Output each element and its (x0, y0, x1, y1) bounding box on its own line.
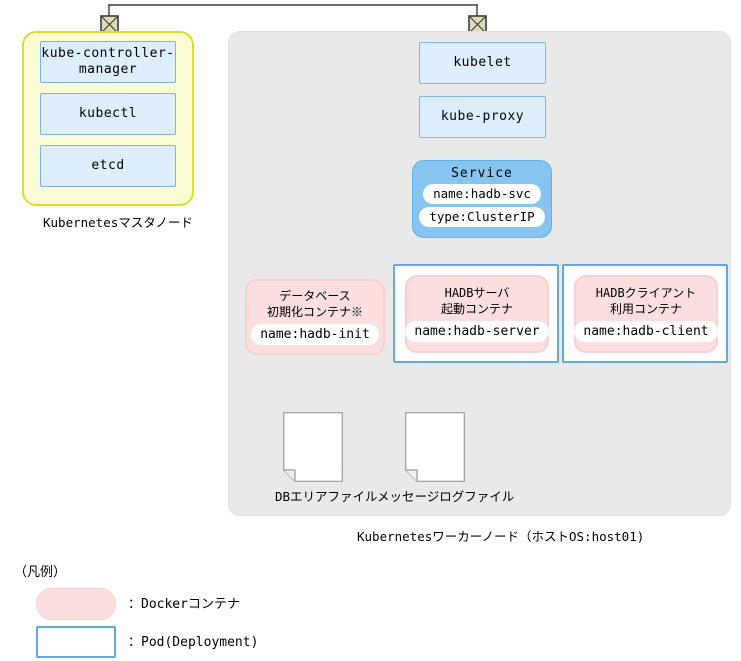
legend-label-docker-container: ：Dockerコンテナ (128, 597, 240, 612)
legend-swatch-docker-container (36, 588, 116, 620)
file-db-area[interactable] (283, 412, 343, 486)
container-hadb-init[interactable]: データベース 初期化コンテナ※ name:hadb-init (245, 279, 385, 355)
worker-node-caption: Kubernetesワーカーノード（ホストOS:host01) (357, 529, 645, 544)
container-title: HADBサーバ 起動コンテナ (440, 285, 513, 316)
container-name: name:hadb-client (574, 321, 718, 343)
master-box-label: kube-controller- manager (41, 45, 175, 77)
master-box-kubectl[interactable]: kubectl (40, 93, 176, 135)
worker-box-kube-proxy[interactable]: kube-proxy (419, 96, 546, 138)
service-property-name: name:hadb-svc (423, 184, 541, 204)
service-node[interactable]: Service name:hadb-svc type:ClusterIP (412, 160, 552, 238)
master-box-etcd[interactable]: etcd (40, 145, 176, 187)
pod-hadb-server[interactable]: HADBサーバ 起動コンテナ name:hadb-server (393, 264, 559, 363)
master-node-caption: Kubernetesマスタノード (43, 215, 193, 230)
worker-box-label: kube-proxy (440, 108, 525, 124)
master-box-kube-controller-manager[interactable]: kube-controller- manager (40, 41, 176, 83)
document-icon (283, 412, 343, 482)
master-box-label: etcd (91, 157, 125, 173)
master-box-label: kubectl (78, 105, 138, 121)
file-message-log[interactable] (405, 412, 465, 486)
container-hadb-client[interactable]: HADBクライアント 利用コンテナ name:hadb-client (574, 275, 718, 353)
service-title: Service (451, 166, 513, 181)
legend-label-pod: ：Pod(Deployment) (128, 635, 259, 650)
container-title: HADBクライアント 利用コンテナ (595, 285, 697, 316)
pod-hadb-client[interactable]: HADBクライアント 利用コンテナ name:hadb-client (562, 264, 728, 363)
service-property-type: type:ClusterIP (419, 207, 545, 227)
container-name: name:hadb-init (251, 324, 379, 346)
worker-box-label: kubelet (453, 54, 512, 70)
legend-swatch-pod (36, 626, 116, 658)
file-db-area-label: DBエリアファイル (275, 489, 378, 504)
worker-box-kubelet[interactable]: kubelet (419, 42, 546, 84)
legend-title: （凡例） (14, 565, 67, 580)
container-name: name:hadb-server (405, 321, 549, 343)
container-hadb-server[interactable]: HADBサーバ 起動コンテナ name:hadb-server (405, 275, 549, 353)
document-icon (405, 412, 465, 482)
container-title: データベース 初期化コンテナ※ (266, 288, 363, 319)
file-message-log-label: メッセージログファイル (377, 489, 515, 504)
